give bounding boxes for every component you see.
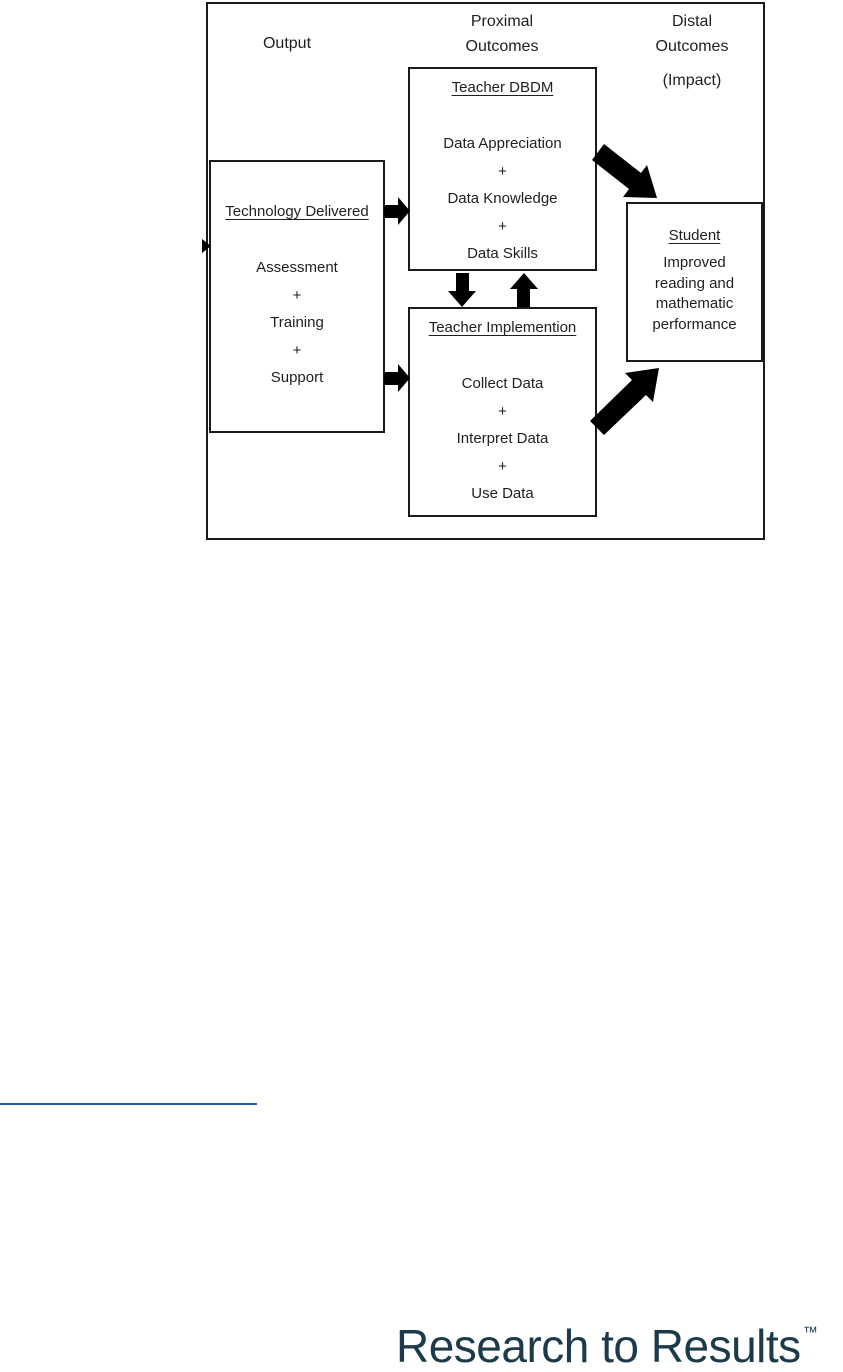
box-teacher-implementation: Teacher Implemention Collect Data + Inte…	[408, 307, 597, 517]
box-student: Student Improved reading and mathematic …	[626, 202, 763, 362]
box-line: Collect Data	[461, 375, 544, 392]
trademark-symbol: ™	[802, 1324, 818, 1341]
box-body: Collect Data + Interpret Data + Use Data	[410, 370, 595, 508]
box-title: Technology Delivered	[225, 203, 369, 220]
box-line: Training	[270, 314, 324, 331]
box-body: Assessment + Training + Support	[211, 254, 383, 392]
box-body: Improved reading and mathematic performa…	[628, 253, 761, 335]
footnote-divider	[0, 1103, 257, 1105]
box-line: Interpret Data	[456, 430, 549, 447]
box-line: Use Data	[471, 485, 534, 502]
box-line: Support	[270, 369, 324, 386]
box-line: performance	[652, 315, 737, 333]
column-header-proximal-outcomes: Proximal Outcomes	[465, 13, 539, 55]
box-title: Teacher DBDM	[451, 79, 554, 96]
box-title: Teacher Implemention	[428, 319, 577, 336]
plus-separator: +	[498, 217, 507, 235]
box-line: Data Appreciation	[443, 135, 562, 152]
box-title: Student	[668, 227, 721, 244]
plus-separator: +	[498, 457, 507, 475]
box-teacher-dbdm: Teacher DBDM Data Appreciation + Data Kn…	[408, 67, 597, 271]
diagram-frame	[206, 2, 765, 540]
research-to-results-logo: Research to Results ™	[396, 1320, 818, 1372]
plus-separator: +	[292, 341, 302, 359]
logic-model-diagram: Output Proximal Outcomes Distal Outcomes…	[0, 0, 843, 560]
plus-separator: +	[292, 286, 302, 304]
column-header-impact: (Impact)	[662, 72, 722, 89]
logo-text: Research to Results	[396, 1320, 801, 1372]
box-line: reading and	[654, 274, 735, 292]
column-header-output: Output	[262, 35, 312, 52]
box-line: Data Skills	[467, 245, 538, 262]
box-line: Data Knowledge	[447, 190, 558, 207]
box-technology-delivered: Technology Delivered Assessment + Traini…	[209, 160, 385, 433]
plus-separator: +	[498, 402, 507, 420]
box-line: mathematic	[655, 295, 734, 312]
box-line: Improved	[663, 254, 726, 271]
box-body: Data Appreciation + Data Knowledge + Dat…	[410, 130, 595, 268]
plus-separator: +	[498, 162, 507, 180]
box-line: Assessment	[256, 259, 338, 276]
column-header-distal-outcomes: Distal Outcomes	[655, 13, 729, 55]
